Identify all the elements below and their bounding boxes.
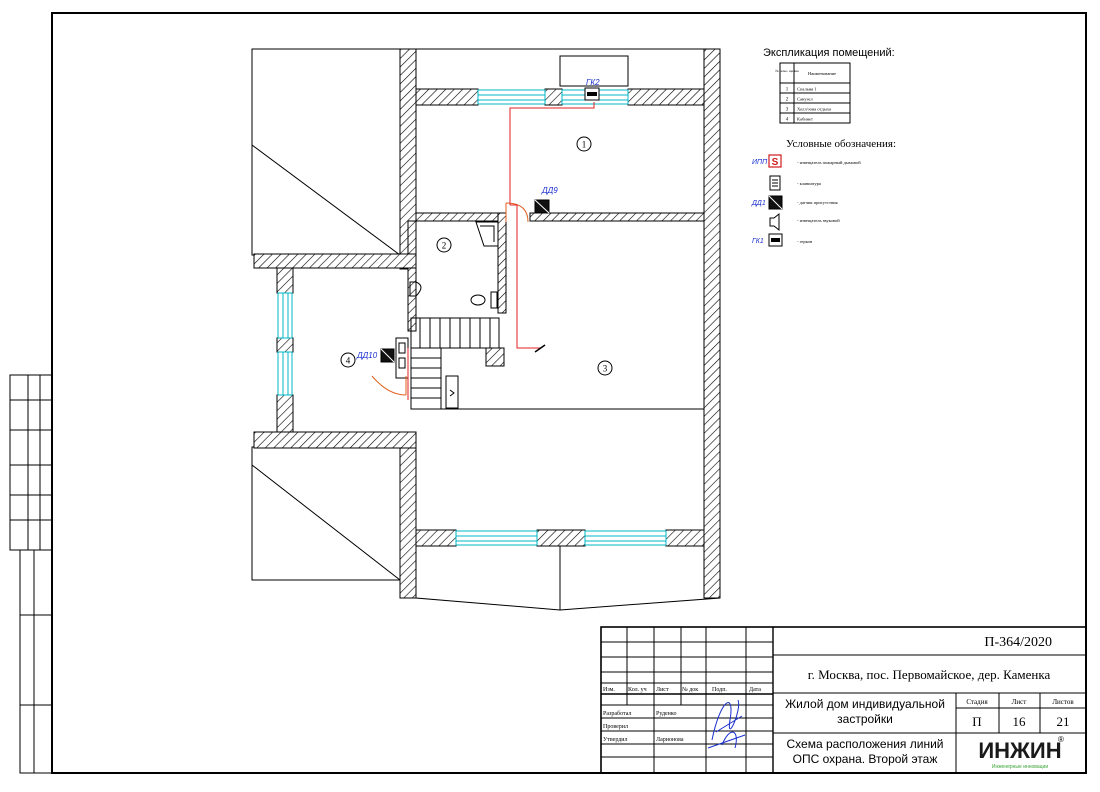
- logo-registered-mark: ®: [1058, 735, 1064, 744]
- role-approved: Утвердил: [603, 737, 628, 743]
- legend-text: - геркон: [797, 239, 813, 244]
- room-number-2: 2: [442, 241, 447, 251]
- logo-subtitle: Инженерные инновации: [992, 764, 1048, 770]
- explication-row-num: 1: [786, 88, 789, 93]
- name-developed: Руденко: [656, 711, 677, 717]
- room-explication: Экспликация помещений: № поме- щения Наи…: [763, 47, 895, 124]
- roof-outline-left-top: [251, 48, 401, 256]
- sheet-number: 16: [1013, 714, 1027, 729]
- plan-devices: ГК2 ДД9 ДД10: [356, 78, 600, 363]
- device-label-dd9: ДД9: [541, 186, 558, 195]
- explication-row-name: Кабинет: [797, 117, 813, 122]
- floor-plan: 1 2 3 4 ГК2 ДД9 ДД10: [251, 48, 721, 611]
- explication-title: Экспликация помещений:: [763, 47, 895, 59]
- legend-tag: ИПП: [752, 159, 768, 166]
- sheet-title: Схема расположения линий ОПС охрана. Вто…: [786, 737, 944, 766]
- roof-outline-bottom: [415, 545, 721, 611]
- col-podp: Подп.: [712, 687, 727, 693]
- stage-value: П: [972, 714, 981, 729]
- legend-text: - датчик присутствия: [797, 200, 838, 205]
- site-address: г. Москва, пос. Первомайское, дер. Камен…: [808, 667, 1051, 682]
- doc-code: П-364/2020: [984, 635, 1052, 650]
- explication-col-num: № поме- щения: [775, 69, 799, 73]
- col-date: Дата: [749, 687, 761, 693]
- sheets-total: 21: [1057, 714, 1070, 729]
- svg-text:S: S: [772, 157, 779, 168]
- col-kol-uch: Кол. уч: [628, 687, 647, 693]
- title-block: П-364/2020 г. Москва, пос. Первомайское,…: [600, 626, 1087, 774]
- header-sheets: Листов: [1052, 698, 1074, 706]
- explication-row-name: Спальня 1: [797, 87, 817, 92]
- legend-tag: ГК1: [752, 238, 764, 245]
- device-label-gk2: ГК2: [586, 78, 600, 87]
- project-name: Жилой дом индивидуальной застройки: [785, 697, 945, 726]
- header-sheet: Лист: [1012, 698, 1027, 706]
- roof-outline-left-bottom: [251, 446, 401, 581]
- company-logo: ИНЖИН ® Инженерные инновации: [978, 735, 1064, 770]
- role-checked: Проверил: [603, 724, 628, 730]
- room-number-3: 3: [603, 364, 608, 374]
- interior-lines: [395, 221, 704, 410]
- left-side-stamp: [9, 374, 53, 774]
- explication-row-num: 4: [786, 118, 789, 123]
- legend-tag: ДД1: [751, 200, 766, 207]
- legend: Условные обозначения: ИПП S - извещатель…: [751, 138, 896, 247]
- legend-text: - клавиатура: [797, 181, 821, 186]
- logo-text: ИНЖИН: [978, 738, 1061, 763]
- explication-row-num: 2: [786, 98, 789, 103]
- sheet-frame: [51, 12, 1087, 774]
- col-list: Лист: [656, 687, 669, 693]
- legend-title: Условные обозначения:: [786, 138, 896, 150]
- legend-text: - извещатель пожарный дымовой: [797, 160, 861, 165]
- dormer-outline: [559, 55, 629, 87]
- sounder-icon: [769, 212, 780, 232]
- role-developed: Разработал: [603, 710, 631, 717]
- roof-ridge-line-2: [251, 464, 401, 581]
- room-markers: 1 2 3 4: [340, 136, 613, 376]
- room-number-1: 1: [582, 140, 587, 150]
- signal-lines: [407, 102, 595, 400]
- col-ndoc: № док: [682, 687, 698, 693]
- explication-row-name: Холл/зона отдыха: [797, 107, 831, 112]
- roof-ridge-line: [251, 144, 401, 256]
- legend-text: - извещатель звуковой: [797, 218, 840, 223]
- device-label-dd10: ДД10: [356, 351, 378, 360]
- windows: [277, 89, 667, 546]
- doors: [371, 202, 529, 396]
- signature: [707, 699, 746, 749]
- name-approved: Ларионова: [656, 737, 684, 743]
- room-number-4: 4: [346, 356, 351, 366]
- explication-row-num: 3: [786, 108, 789, 113]
- explication-row-name: Санузел: [797, 97, 813, 102]
- smoke-detector-icon: [768, 154, 782, 168]
- header-stage: Стадия: [966, 698, 988, 706]
- col-izm: Изм.: [603, 687, 615, 693]
- walls: [253, 48, 721, 599]
- explication-col-name: Наименование: [808, 71, 836, 76]
